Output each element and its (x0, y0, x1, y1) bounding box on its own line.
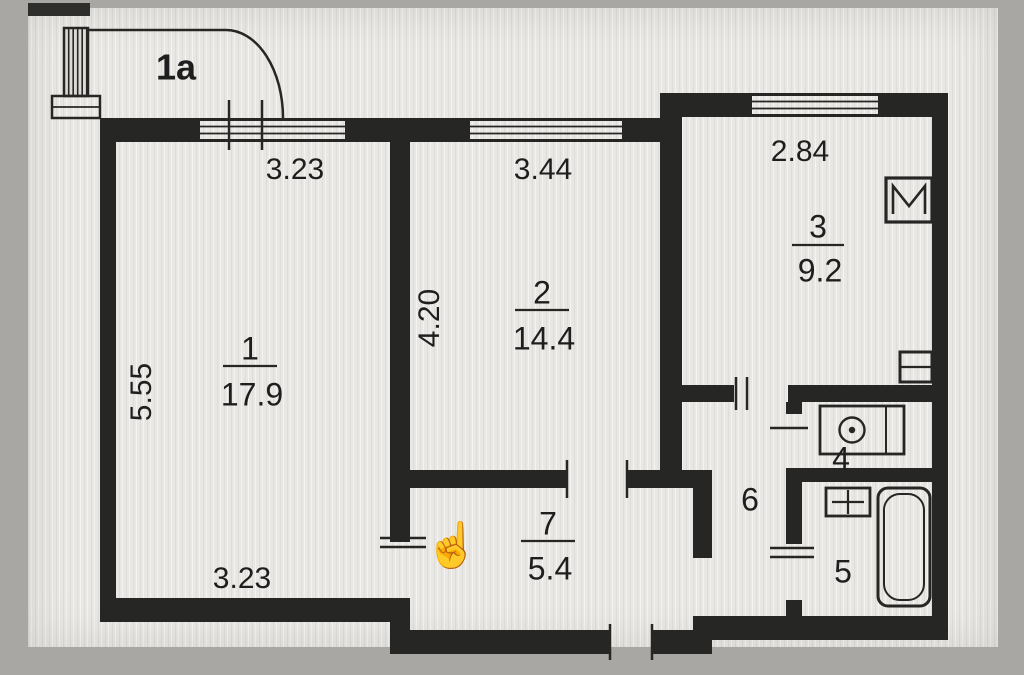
balcony-hatched-post (62, 26, 90, 98)
door-ticks (227, 100, 814, 660)
room-2-number: 2 (533, 274, 551, 310)
hand-cursor-icon: ☝ (425, 518, 480, 571)
wall-kitchen-left (682, 385, 734, 402)
washbasin-icon (818, 404, 906, 456)
wall-room2-room7-left (410, 470, 567, 488)
stove-icon (884, 176, 934, 224)
wall-kitchen-right (788, 385, 948, 402)
room-5-number: 5 (834, 553, 852, 589)
dimension-top-left: 3.23 (266, 153, 324, 186)
window-middle (470, 118, 622, 142)
room-3-number: 3 (809, 208, 827, 244)
room-7-area: 5.4 (528, 550, 572, 586)
interior-walls (390, 142, 948, 616)
wall-step-connector (660, 93, 682, 142)
wall-room4-left-stub (786, 402, 802, 414)
wall-room5-left-lower (786, 600, 802, 616)
dimension-top-right: 2.84 (771, 135, 829, 168)
room-4-number: 4 (832, 440, 850, 476)
wall-top-seg2 (345, 118, 470, 142)
wall-bottom-left (100, 598, 410, 622)
wall-right (932, 93, 948, 640)
window-kitchen (752, 93, 878, 117)
wall-room4-room5 (786, 468, 948, 482)
dimension-top-middle: 3.44 (514, 153, 572, 186)
room-1-number: 1 (241, 330, 259, 366)
room-7-number: 7 (539, 505, 557, 541)
room-2-area: 14.4 (513, 320, 575, 356)
exterior-walls (100, 93, 948, 654)
wall-room1-room7 (390, 470, 410, 542)
scan-edge-artifact (28, 3, 90, 16)
wall-bottom-step (390, 598, 410, 654)
dimension-middle-vertical: 4.20 (413, 289, 446, 347)
heater-cross-icon (824, 486, 872, 518)
wall-room7-room6 (693, 488, 712, 558)
balcony-arc (225, 28, 285, 119)
wall-room2-right-section (660, 142, 682, 470)
dimension-left-vertical: 5.55 (125, 363, 158, 421)
wall-bottom-right (712, 616, 948, 640)
wall-room1-room2 (390, 142, 410, 470)
wall-bottom-mid-a (410, 630, 610, 654)
windows (200, 93, 878, 142)
room-6-number: 6 (741, 481, 759, 517)
wall-room2-room7-right (627, 470, 712, 488)
balcony (50, 26, 285, 120)
balcony-label: 1a (156, 47, 197, 88)
wall-bottom-connector (693, 616, 712, 654)
vent-box-icon (898, 350, 934, 384)
wall-top-right-seg1 (682, 93, 752, 117)
wall-room5-left-upper (786, 482, 802, 544)
room-3-area: 9.2 (798, 252, 842, 288)
room-1-area: 17.9 (221, 376, 283, 412)
dimension-bottom-left: 3.23 (213, 562, 271, 595)
window-left (200, 118, 345, 142)
wall-top-seg1 (100, 118, 200, 142)
bathtub-icon (876, 486, 932, 608)
wall-left (100, 118, 116, 622)
